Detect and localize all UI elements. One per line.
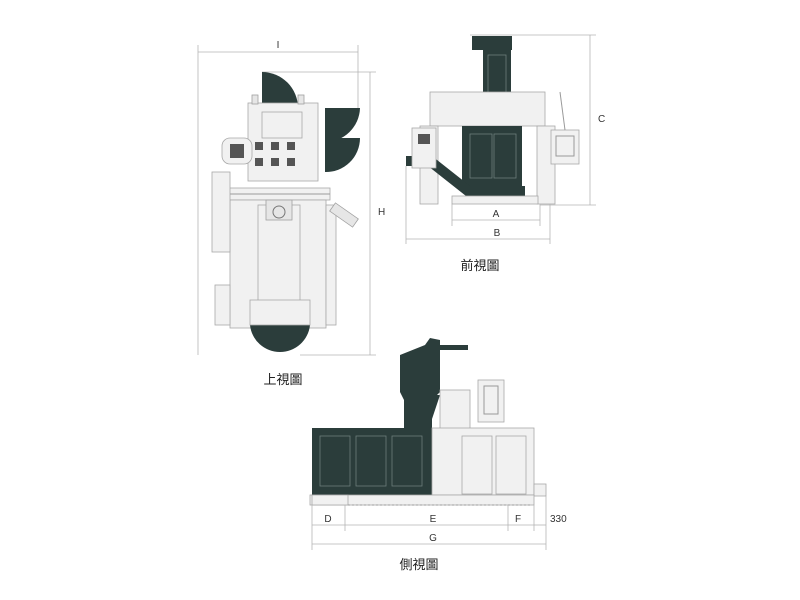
dimension-330: 330 (534, 496, 567, 531)
top-view: I H (197, 40, 385, 388)
side-head-housing (439, 389, 471, 431)
motor-cap (472, 36, 512, 50)
dimension-label-g: G (429, 533, 437, 544)
door-swing-bottom-left (250, 325, 280, 353)
front-view-caption: 前視圖 (460, 258, 499, 274)
side-foot (533, 483, 547, 497)
vent-grilles (255, 142, 295, 166)
side-door-1 (461, 435, 493, 495)
spindle-carriage (265, 199, 293, 221)
front-base (451, 195, 539, 205)
front-right-upright (536, 125, 556, 205)
door-swing-top-left (262, 72, 298, 108)
dimension-i: I (197, 40, 359, 355)
dimension-label-b: B (494, 228, 501, 239)
side-view: D E F 330 G 側視圖 (309, 338, 567, 573)
side-control-box (477, 379, 505, 423)
coolant-arm (329, 202, 359, 228)
dimension-label-c: C (598, 114, 605, 125)
dimension-g: G (311, 531, 547, 550)
dimension-f: F (508, 505, 535, 531)
side-top-arm (438, 345, 468, 350)
left-column (211, 171, 231, 253)
left-chip-box (214, 284, 231, 326)
dimension-label-330: 330 (550, 514, 567, 525)
door-swing-right-1 (325, 108, 360, 142)
front-view: C A (405, 34, 605, 274)
front-crossbeam (429, 91, 546, 127)
side-view-caption: 側視圖 (399, 558, 438, 573)
dimension-e: E (345, 505, 509, 531)
dimension-h: H (262, 71, 385, 356)
dimension-a: A (451, 204, 541, 226)
dimension-label-d: D (324, 514, 331, 525)
dimension-label-f: F (515, 514, 521, 525)
side-dark-base (312, 428, 432, 495)
dimension-label-e: E (430, 514, 437, 525)
dimension-d: D (311, 505, 346, 531)
door-swing-right-2 (325, 138, 360, 173)
dimension-c: C (470, 34, 605, 206)
right-guard (325, 204, 337, 326)
dimension-b: B (405, 166, 551, 244)
side-door-2 (495, 435, 527, 495)
dimension-label-i: I (277, 40, 280, 51)
dimension-label-h: H (378, 207, 385, 218)
door-swing-bottom-right (280, 325, 310, 353)
dimension-label-a: A (493, 209, 500, 220)
top-view-caption: 上視圖 (263, 373, 302, 388)
front-control-box (550, 129, 580, 165)
